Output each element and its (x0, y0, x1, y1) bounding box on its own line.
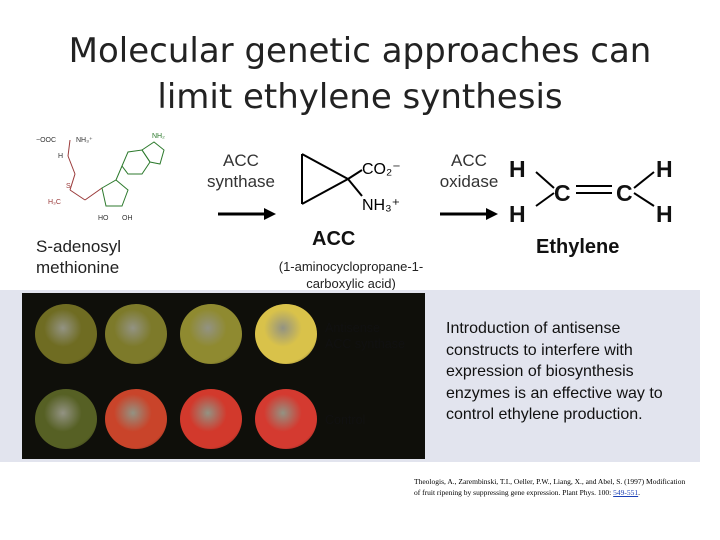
citation-line-2: of fruit ripening by suppressing gene ex… (414, 487, 714, 498)
sam-label-line-2: methionine (36, 257, 121, 278)
acc-fullname: (1-aminocyclopropane-1- carboxylic acid) (266, 258, 436, 292)
sam-hydroxyl-1-label: HO (98, 215, 109, 222)
acc-synthase-label: ACC synthase (196, 150, 286, 192)
sam-label: S-adenosyl methionine (36, 236, 121, 278)
sam-ammonium-label: NH₃⁺ (76, 137, 93, 144)
sam-sulfur-label: S (66, 183, 71, 190)
sam-methyl-label: H₃C (48, 199, 61, 206)
slide-title: Molecular genetic approaches can limit e… (0, 28, 720, 120)
acc-fullname-line-1: (1-aminocyclopropane-1- (266, 258, 436, 275)
antisense-tomato-2 (105, 304, 167, 364)
antisense-tomato-1 (35, 304, 97, 364)
antisense-tomato-3 (180, 304, 242, 364)
citation-line-1: Theologis, A., Zarembinski, T.I., Oeller… (414, 476, 714, 487)
acc-oxidase-line-1: ACC (428, 150, 510, 171)
control-label: Control (325, 412, 365, 428)
sam-hydroxyl-2-label: OH (122, 215, 133, 222)
acc-carboxylate-group: CO₂⁻ (362, 161, 401, 178)
antisense-label: Antisense ACC synthase (325, 320, 425, 352)
sam-amine-label: NH₂ (152, 133, 165, 140)
ethylene-bonds (520, 160, 670, 220)
oxidase-arrow (440, 207, 500, 221)
citation-link[interactable]: 549-551 (613, 488, 638, 497)
antisense-tomato-4 (255, 304, 317, 364)
acc-name: ACC (312, 228, 355, 251)
sam-label-line-1: S-adenosyl (36, 236, 121, 257)
acc-structure: CO₂⁻ NH₃⁺ (296, 142, 416, 220)
control-tomato-4 (255, 389, 317, 449)
citation-line-2-text: of fruit ripening by suppressing gene ex… (414, 488, 613, 497)
sam-structure: −OOC NH₃⁺ H S H₃C NH₂ HO OH (30, 128, 180, 228)
title-line-2: limit ethylene synthesis (0, 74, 720, 120)
acc-ammonium-group: NH₃⁺ (362, 197, 400, 214)
synthase-arrow (218, 207, 278, 221)
control-tomato-2 (105, 389, 167, 449)
acc-synthase-line-2: synthase (196, 171, 286, 192)
citation-end: . (638, 488, 640, 497)
title-line-1: Molecular genetic approaches can (0, 28, 720, 74)
acc-synthase-line-1: ACC (196, 150, 286, 171)
antisense-label-line-1: Antisense (325, 320, 425, 336)
description-text: Introduction of antisense constructs to … (446, 318, 696, 426)
antisense-label-line-2: ACC synthase (325, 336, 425, 352)
sam-h-label: H (58, 153, 63, 160)
sam-carboxylate-label: −OOC (36, 137, 56, 144)
control-tomato-3 (180, 389, 242, 449)
acc-oxidase-line-2: oxidase (428, 171, 510, 192)
control-tomato-1 (35, 389, 97, 449)
ethylene-name: Ethylene (536, 236, 619, 259)
acc-oxidase-label: ACC oxidase (428, 150, 510, 192)
citation: Theologis, A., Zarembinski, T.I., Oeller… (414, 476, 714, 498)
